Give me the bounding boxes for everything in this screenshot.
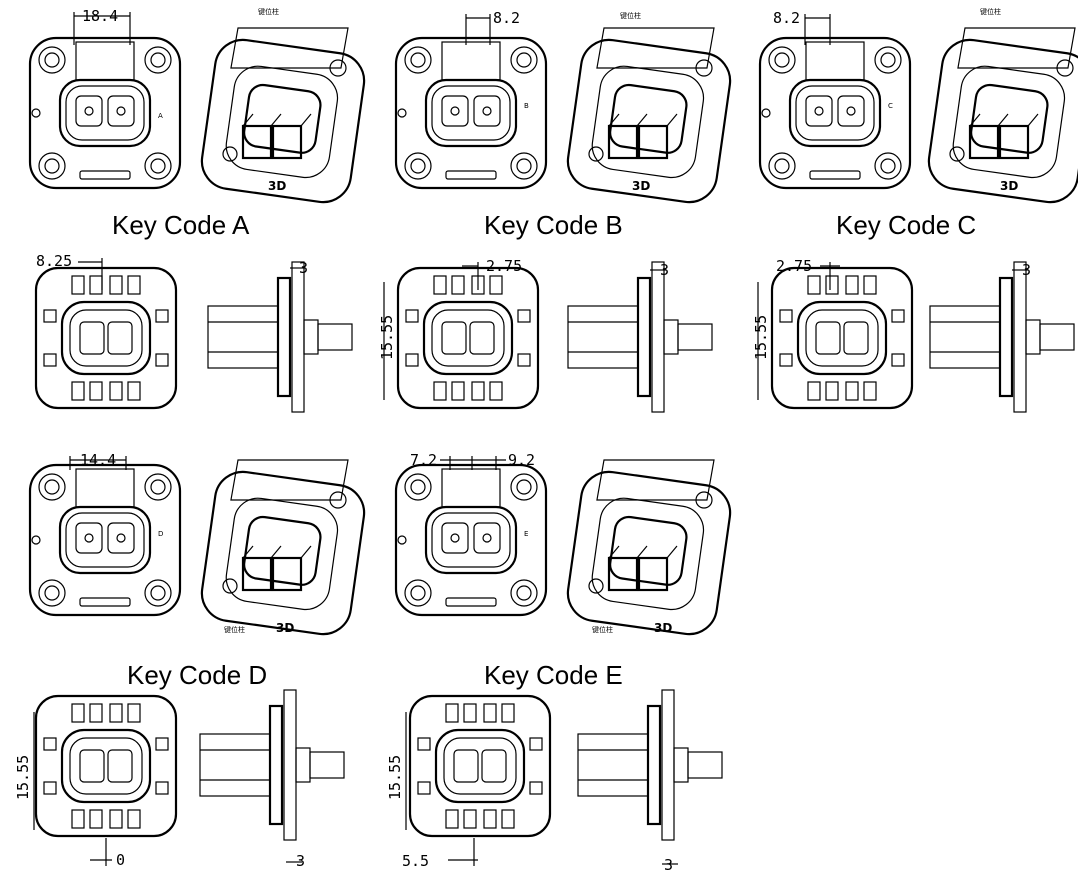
rear-view-c (770, 266, 914, 410)
label-3d-a: 3D (268, 179, 286, 193)
front-view-d (28, 463, 182, 617)
dim-b-side: 3 (660, 261, 669, 279)
caption-key-code-e: Key Code E (484, 660, 623, 690)
caption-key-code-d: Key Code D (127, 660, 268, 690)
front-view-c (758, 36, 912, 190)
rear-view-d (34, 694, 178, 838)
dim-d-side: 3 (296, 852, 305, 870)
side-view-d (198, 688, 346, 842)
label-3d-b: 3D (632, 179, 650, 193)
dim-d-height: 15.55 (14, 755, 32, 800)
caption-key-code-c: Key Code C (836, 210, 977, 240)
side-view-a (206, 260, 354, 414)
dim-c-rear: 2.75 (776, 257, 812, 275)
front-view-b (394, 36, 548, 190)
key-letter-e: E (524, 530, 528, 538)
rear-view-e (408, 694, 552, 838)
dim-c-front: 8.2 (773, 9, 800, 27)
label-3d-d: 3D (276, 621, 294, 635)
dim-a-front: 18.4 (82, 7, 118, 25)
key-letter-a: A (158, 112, 163, 120)
dim-b-height: 15.55 (378, 315, 396, 360)
dim-e-side: 3 (664, 856, 673, 874)
note-key-post-c: 键位柱 (980, 7, 1001, 16)
side-view-c (928, 260, 1076, 414)
dim-e-front-right: 9.2 (508, 451, 535, 469)
caption-key-code-a: Key Code A (112, 210, 250, 240)
note-key-post-d: 键位柱 (224, 625, 245, 634)
dim-d-front: 14.4 (80, 451, 116, 469)
dim-a-rear: 8.25 (36, 252, 72, 270)
side-view-b (566, 260, 714, 414)
dim-a-side: 3 (299, 259, 308, 277)
note-key-post-b: 键位柱 (620, 11, 641, 20)
iso-view-d (197, 458, 369, 639)
dim-b-rear: 2.75 (486, 257, 522, 275)
rear-view-a (34, 266, 178, 410)
key-letter-b: B (524, 102, 529, 110)
dim-e-front-left: 7.2 (410, 451, 437, 469)
key-letter-c: C (888, 102, 893, 110)
dim-b-front: 8.2 (493, 9, 520, 27)
dim-d-rear: 0 (116, 851, 125, 869)
label-3d-e: 3D (654, 621, 672, 635)
iso-view-e (563, 458, 735, 639)
dim-e-rear: 5.5 (402, 852, 429, 870)
note-key-post-e: 键位柱 (592, 625, 613, 634)
label-3d-c: 3D (1000, 179, 1018, 193)
dim-c-height: 15.55 (752, 315, 770, 360)
caption-key-code-b: Key Code B (484, 210, 623, 240)
dim-e-height: 15.55 (386, 755, 404, 800)
note-key-post-a: 键位柱 (258, 7, 279, 16)
rear-view-b (396, 266, 540, 410)
side-view-e (576, 688, 724, 842)
front-view-e (394, 463, 548, 617)
key-letter-d: D (158, 530, 163, 538)
dim-c-side: 3 (1022, 261, 1031, 279)
